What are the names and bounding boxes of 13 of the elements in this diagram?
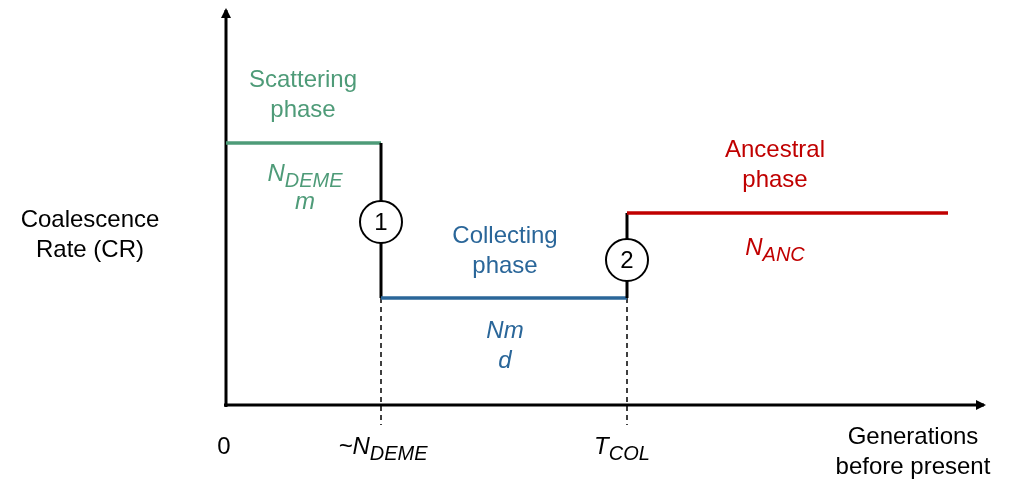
phase-label: Collecting phase (451, 220, 559, 280)
tick-label: ~N$_{DEME}$ (337, 431, 429, 466)
parameter-label: Nm (485, 315, 525, 345)
parameter-label: d (497, 345, 513, 375)
parameter-label: N$_{ANC}$ (744, 232, 806, 267)
tick-label: 0 (216, 431, 232, 461)
step-number: 2 (620, 246, 634, 274)
step-number: 1 (374, 208, 388, 236)
tick-label: T$_{COL}$ (593, 431, 651, 466)
phase-label: Scattering phase (247, 64, 359, 124)
axis-title: Coalescence Rate (CR) (19, 204, 161, 264)
axis-title: Generations before present (834, 421, 992, 481)
phase-label: Ancestral phase (723, 134, 826, 194)
